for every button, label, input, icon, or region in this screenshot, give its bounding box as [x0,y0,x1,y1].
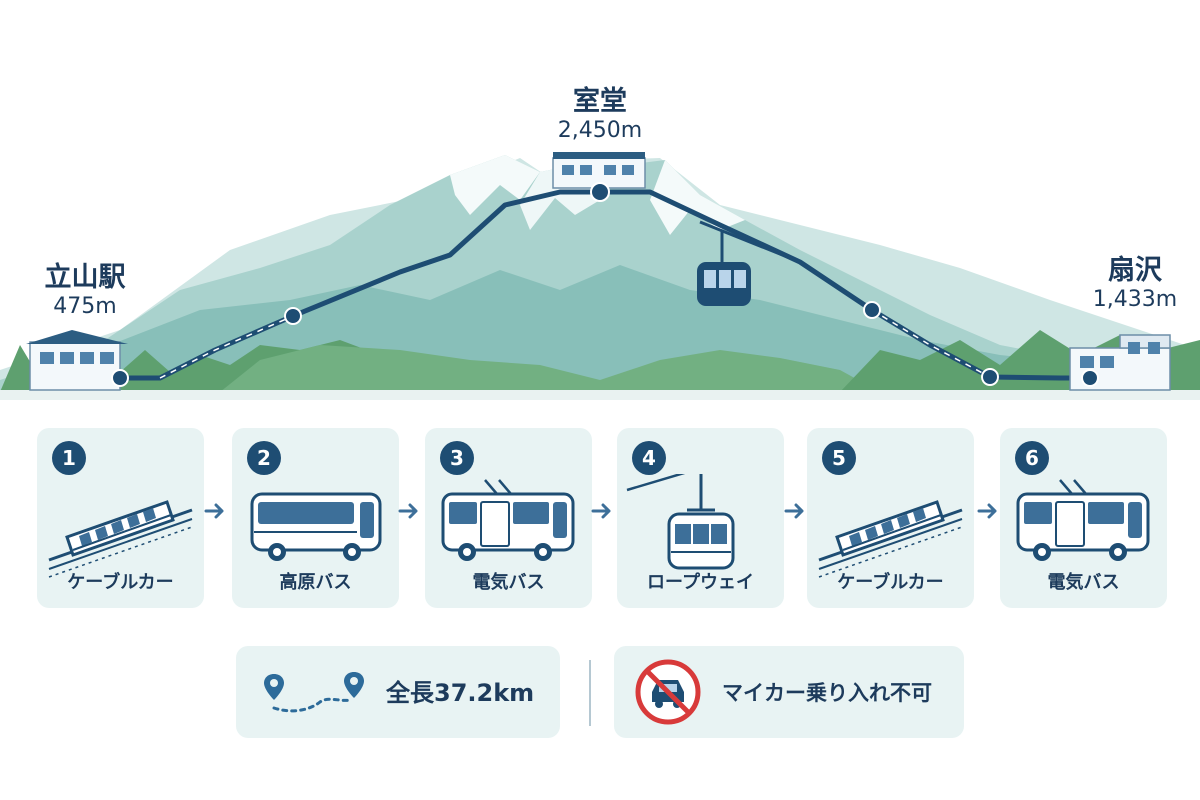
route-node [981,368,999,386]
step-number: 4 [632,441,666,475]
route-node [111,369,129,387]
station-label-murodo: 室堂 2,450m [535,86,665,145]
no-car-info-box: マイカー乗り入れ不可 [614,646,964,738]
route-node [590,182,610,202]
arrow-right-icon [398,503,418,519]
step-label: 高原バス [279,572,352,593]
step-number: 6 [1015,441,1049,475]
arrow-right-icon [977,503,997,519]
building-tateyama-icon [26,330,128,391]
divider [589,660,591,726]
station-name: 立山駅 [44,262,126,293]
snow-cap-left [450,155,540,215]
route-node [284,307,302,325]
cable-car-icon [818,500,963,578]
step-number: 5 [822,441,856,475]
step-label: 電気バス [1047,572,1120,593]
distance-info-box: 全長37.2km [236,646,560,738]
no-car-icon [635,659,701,725]
step-label: ロープウェイ [647,572,754,593]
highland-bus-icon [250,492,382,561]
arrow-right-icon [204,503,224,519]
gondola-icon [697,230,751,306]
ropeway-icon [626,474,735,570]
step-card-6: 6 電気バス [1000,428,1167,608]
step-number: 2 [247,441,281,475]
route-node [863,301,881,319]
station-elevation: 2,450m [557,118,643,144]
step-card-1: 1 ケーブルカー [37,428,204,608]
electric-bus-icon [441,479,575,561]
step-card-5: 5 ケーブルカー [807,428,974,608]
step-card-4: 4 ロープウェイ [617,428,784,608]
step-label: ケーブルカー [67,572,174,593]
route-node [1081,369,1099,387]
route-track-dashes [159,309,991,379]
station-name: 室堂 [573,86,627,117]
ropeway-cable [699,220,801,264]
step-label: 電気バス [472,572,545,593]
step-number: 3 [440,441,474,475]
station-name: 扇沢 [1108,255,1162,286]
cable-car-icon [48,500,193,578]
mountain-route-scene [0,152,1200,400]
step-label: ケーブルカー [837,572,944,593]
station-label-tateyama: 立山駅 475m [30,262,140,321]
station-elevation: 1,433m [1092,287,1178,313]
arrow-right-icon [784,503,804,519]
no-car-label: マイカー乗り入れ不可 [722,681,932,705]
snow-cap-right [650,160,745,235]
electric-bus-icon [1016,479,1150,561]
distance-label: 全長37.2km [386,679,535,707]
station-label-ogizawa: 扇沢 1,433m [1075,255,1195,314]
station-elevation: 475m [53,294,117,320]
step-card-3: 3 電気バス [425,428,592,608]
route-pin-icon [264,672,364,713]
step-card-2: 2 高原バス [232,428,399,608]
forest-center [220,345,880,392]
arrow-right-icon [591,503,611,519]
step-number: 1 [52,441,86,475]
